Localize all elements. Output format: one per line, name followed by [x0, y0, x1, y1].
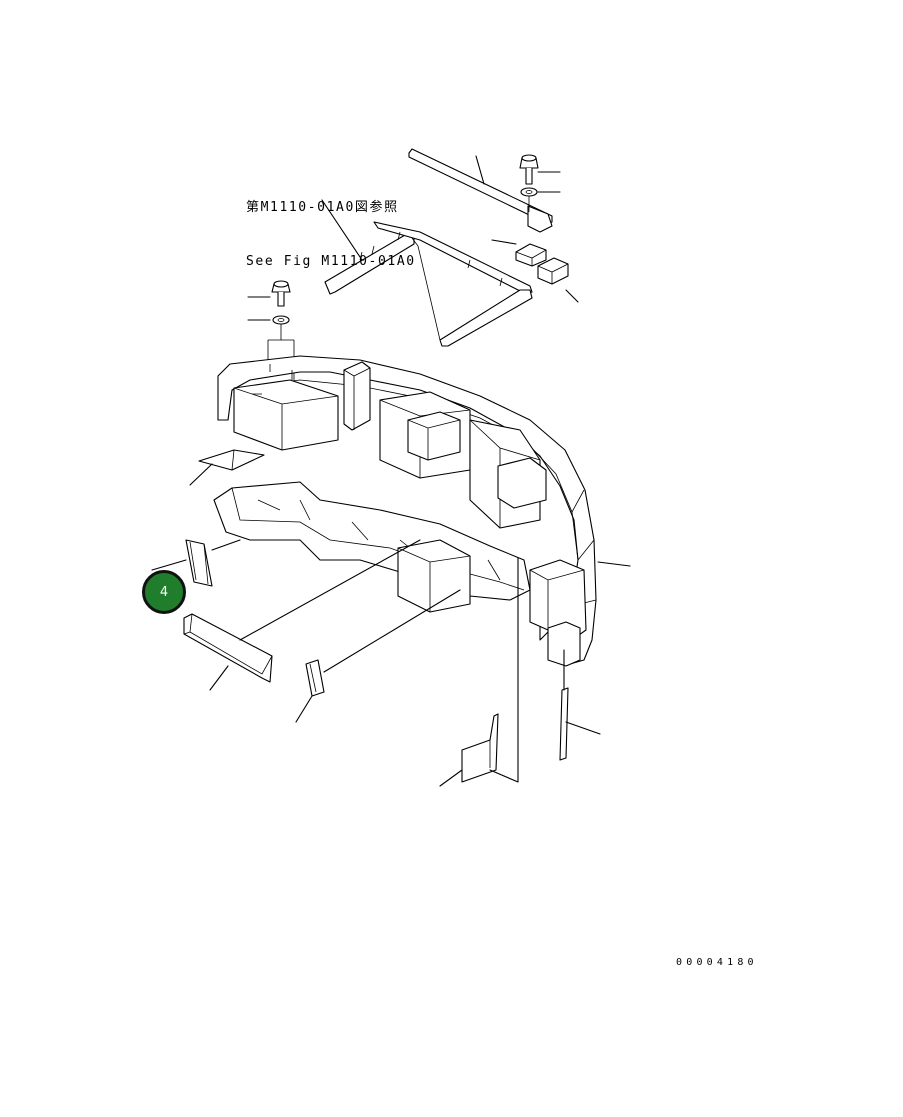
callout-number: 4: [159, 584, 169, 600]
bolt-icon: [519, 154, 539, 185]
washer-icon: [520, 187, 538, 197]
washer-icon: [272, 315, 290, 325]
seal-pad-icon: [183, 613, 273, 683]
seal-pad-icon: [305, 659, 325, 697]
drawing-number: 00004180: [676, 957, 758, 968]
callout-marker[interactable]: 4: [142, 570, 186, 614]
seal-pad-icon: [185, 539, 213, 587]
seal-pad-icon: [559, 687, 569, 761]
seal-pad-icon: [198, 449, 265, 471]
upper-frame-assembly: [324, 148, 569, 347]
bolt-icon: [271, 280, 291, 307]
reference-note-japanese: 第M1110-01A0図参照: [246, 200, 399, 215]
leader-line: [151, 155, 631, 787]
seal-pad-icon: [461, 713, 499, 783]
main-housing: [213, 355, 597, 667]
reference-note: 第M1110-01A0図参照 See Fig M1110-01A0: [246, 163, 416, 289]
reference-note-english: See Fig M1110-01A0: [246, 254, 416, 269]
